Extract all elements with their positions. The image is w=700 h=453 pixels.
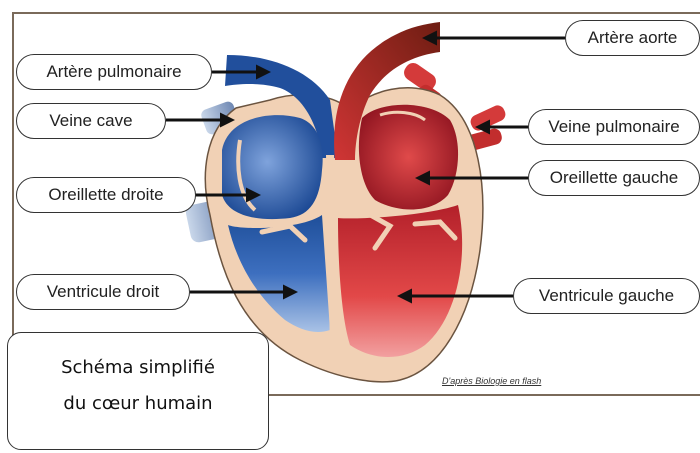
caption-box: Schéma simplifié du cœur humain — [7, 332, 269, 450]
label-artere-pulmonaire: Artère pulmonaire — [16, 54, 212, 90]
label-veine-pulmonaire: Veine pulmonaire — [528, 109, 700, 145]
source-credit: D'après Biologie en flash — [442, 376, 541, 386]
label-oreillette-gauche: Oreillette gauche — [528, 160, 700, 196]
caption-line-2: du cœur humain — [8, 386, 268, 422]
label-ventricule-gauche: Ventricule gauche — [513, 278, 700, 314]
caption-line-1: Schéma simplifié — [8, 350, 268, 386]
left-atrium — [359, 105, 458, 210]
label-ventricule-droit: Ventricule droit — [16, 274, 190, 310]
label-oreillette-droite: Oreillette droite — [16, 177, 196, 213]
label-veine-cave: Veine cave — [16, 103, 166, 139]
label-artere-aorte: Artère aorte — [565, 20, 700, 56]
